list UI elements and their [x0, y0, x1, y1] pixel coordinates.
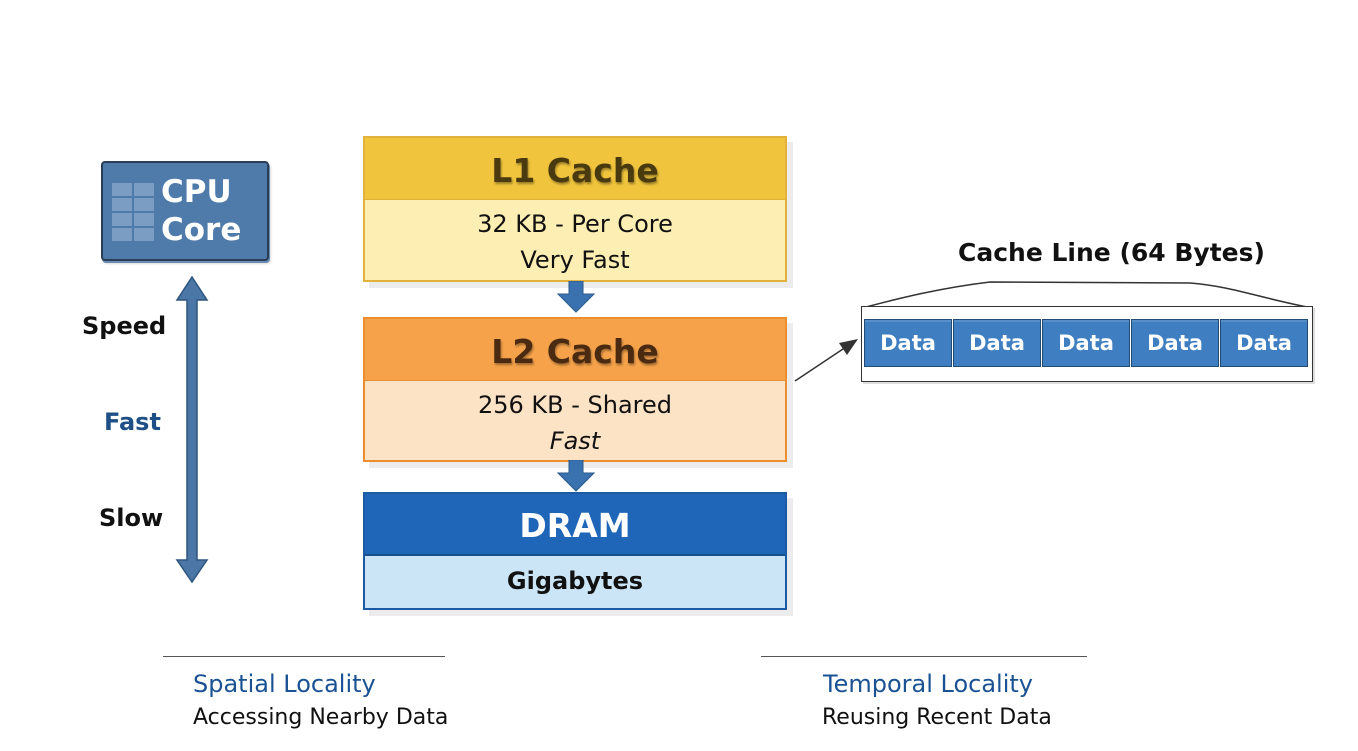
data-cell: Data: [953, 319, 1041, 367]
data-cell: Data: [1131, 319, 1219, 367]
data-cell: Data: [1042, 319, 1130, 367]
l2-cache-title: L2 Cache: [365, 319, 785, 381]
data-cell: Data: [864, 319, 952, 367]
spatial-locality-description: Accessing Nearby Data: [193, 705, 449, 730]
l2-cache-box: L2 Cache 256 KB - Shared Fast: [363, 317, 787, 462]
l1-cache-details: 32 KB - Per Core Very Fast: [365, 200, 785, 280]
temporal-locality-title: Temporal Locality: [823, 670, 1033, 698]
divider: [761, 656, 1087, 657]
down-arrow-icon: [556, 281, 596, 313]
data-cell: Data: [1220, 319, 1308, 367]
cache-line: Data Data Data Data Data: [861, 306, 1313, 382]
double-arrow-vertical-icon: [175, 276, 209, 584]
l1-cache-size: 32 KB - Per Core: [477, 210, 673, 238]
dram-box: DRAM Gigabytes: [363, 492, 787, 610]
slow-label: Slow: [99, 504, 164, 532]
l2-cache-size: 256 KB - Shared: [477, 391, 673, 419]
brace-icon: [861, 281, 1313, 309]
fast-label: Fast: [104, 408, 161, 436]
dram-size: Gigabytes: [365, 556, 785, 608]
cache-line-title: Cache Line (64 Bytes): [958, 238, 1265, 267]
speed-axis-label: Speed: [82, 312, 167, 340]
divider: [163, 656, 445, 657]
cpu-grid-icon: [112, 183, 154, 241]
cpu-core-box: CPU Core: [101, 161, 269, 261]
cpu-label-line2: Core: [161, 212, 242, 248]
temporal-locality-description: Reusing Recent Data: [822, 705, 1052, 730]
cpu-label-line1: CPU: [161, 174, 232, 210]
l2-cache-details: 256 KB - Shared Fast: [365, 381, 785, 460]
down-arrow-icon: [556, 460, 596, 492]
l1-cache-title: L1 Cache: [365, 138, 785, 200]
spatial-locality-title: Spatial Locality: [193, 670, 376, 698]
dram-title: DRAM: [365, 494, 785, 556]
cpu-core-label: CPU Core: [161, 173, 241, 249]
pointer-arrow-icon: [794, 339, 858, 382]
l1-cache-box: L1 Cache 32 KB - Per Core Very Fast: [363, 136, 787, 282]
l1-cache-speed: Very Fast: [520, 246, 630, 274]
l2-cache-speed: Fast: [549, 427, 601, 455]
cache-line-cells: Data Data Data Data Data: [864, 319, 1309, 367]
